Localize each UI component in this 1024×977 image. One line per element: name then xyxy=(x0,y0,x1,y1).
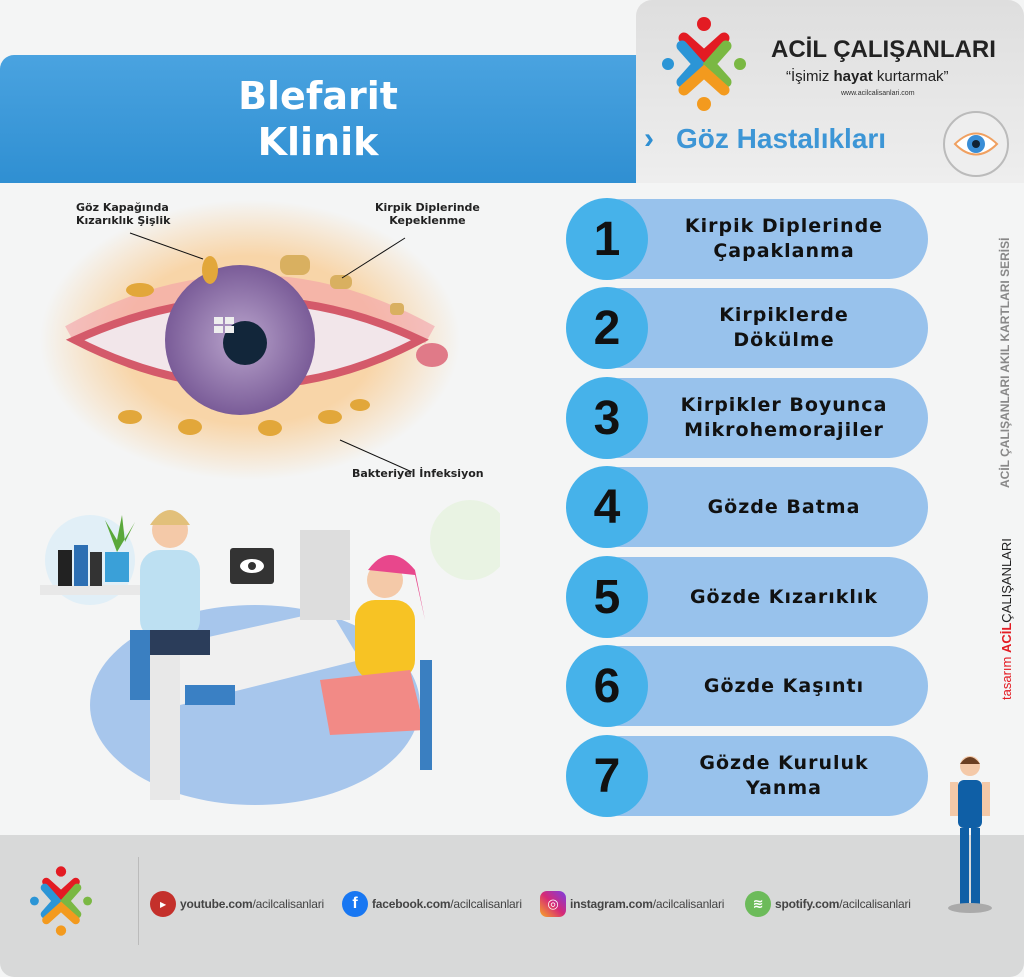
link-domain: facebook.com xyxy=(372,897,451,911)
symptom-number: 5 xyxy=(566,556,648,638)
brand-panel: ACİL ÇALIŞANLARI “İşimiz hayat kurtarmak… xyxy=(636,0,1024,183)
symptom-item: Gözde Kuruluk Yanma 7 xyxy=(566,735,928,817)
symptom-number: 4 xyxy=(566,466,648,548)
slogan-bold: hayat xyxy=(833,68,873,85)
facebook-link[interactable]: f facebook.com/acilcalisanlari xyxy=(342,891,522,917)
eye-icon xyxy=(943,111,1009,177)
symptom-number: 6 xyxy=(566,645,648,727)
design-rest: ÇALIŞANLARI xyxy=(999,538,1014,623)
title-line-1: Blefarit xyxy=(238,74,398,118)
label-bacterial-infection: Bakteriyel İnfeksiyon xyxy=(352,467,484,480)
symptom-text: Gözde Kuruluk Yanma xyxy=(699,752,869,799)
symptom-text: Kirpiklerde Dökülme xyxy=(719,304,849,351)
youtube-icon: ▶ xyxy=(150,891,176,917)
slogan-pre: “İşimiz xyxy=(786,68,834,85)
design-credit: tasarım ACİLÇALIŞANLARI xyxy=(998,538,1015,700)
instagram-link[interactable]: ◎ instagram.com/acilcalisanlari xyxy=(540,891,724,917)
symptom-text: Gözde Batma xyxy=(707,495,861,518)
symptom-item: Kirpiklerde Dökülme 2 xyxy=(566,287,928,369)
category-title: Göz Hastalıkları xyxy=(676,123,887,154)
symptom-number: 7 xyxy=(566,735,648,817)
symptom-text: Gözde Kızarıklık xyxy=(689,585,879,608)
clinic-illustration xyxy=(40,500,500,805)
link-path: /acilcalisanlari xyxy=(652,897,725,911)
facebook-icon: f xyxy=(342,891,368,917)
symptom-item: Gözde Kaşıntı 6 xyxy=(566,645,928,727)
link-path: /acilcalisanlari xyxy=(450,897,522,911)
label-dandruff: Kirpik Diplerinde Kepeklenme xyxy=(375,201,480,227)
link-path: /acilcalisanlari xyxy=(839,897,911,911)
footer: ▶ youtube.com/acilcalisanlari f facebook.c… xyxy=(0,835,1024,977)
chevron-right-icon: › xyxy=(644,122,654,155)
brand-url: www.acilcalisanlari.com xyxy=(841,90,915,97)
brand-slogan: “İşimiz hayat kurtarmak” xyxy=(786,68,949,86)
symptom-item: Kirpikler Boyunca Mikrohemorajiler 3 xyxy=(566,377,928,459)
youtube-link[interactable]: ▶ youtube.com/acilcalisanlari xyxy=(150,891,324,917)
symptom-item: Kirpik Diplerinde Çapaklanma 1 xyxy=(566,198,928,280)
symptom-number: 3 xyxy=(566,377,648,459)
link-text: instagram.com/acilcalisanlari xyxy=(570,897,724,911)
link-path: /acilcalisanlari xyxy=(252,897,324,911)
brand-name: ACİL ÇALIŞANLARI xyxy=(771,36,996,63)
brand-logo xyxy=(662,17,746,111)
nurse-illustration xyxy=(948,756,992,913)
label-eyelid-redness: Göz Kapağında Kızarıklık Şişlik xyxy=(76,201,171,227)
design-prefix: tasarım xyxy=(999,656,1014,700)
series-label: ACİL ÇALIŞANLARI AKIL KARTLARI SERİSİ xyxy=(998,237,1012,488)
symptom-text: Kirpikler Boyunca Mikrohemorajiler xyxy=(680,394,888,441)
slogan-post: kurtarmak” xyxy=(872,68,949,85)
footer-logo xyxy=(30,866,92,936)
symptom-number: 2 xyxy=(566,287,648,369)
symptom-item: Gözde Batma 4 xyxy=(566,466,928,548)
symptom-text: Gözde Kaşıntı xyxy=(703,674,865,697)
footer-divider xyxy=(138,857,139,945)
title-line-2: Klinik xyxy=(257,120,379,164)
symptom-number: 1 xyxy=(566,198,648,280)
eye-illustration xyxy=(40,200,460,480)
symptom-item: Gözde Kızarıklık 5 xyxy=(566,556,928,638)
symptom-text: Kirpik Diplerinde Çapaklanma xyxy=(684,215,884,262)
link-domain: youtube.com xyxy=(180,897,253,911)
link-text: facebook.com/acilcalisanlari xyxy=(372,897,522,911)
link-text: youtube.com/acilcalisanlari xyxy=(180,897,324,911)
link-domain: spotify.com xyxy=(775,897,840,911)
instagram-icon: ◎ xyxy=(540,891,566,917)
spotify-link[interactable]: ≋ spotify.com/acilcalisanlari xyxy=(745,891,911,917)
link-text: spotify.com/acilcalisanlari xyxy=(775,897,911,911)
spotify-icon: ≋ xyxy=(745,891,771,917)
design-acil: ACİL xyxy=(999,622,1014,654)
link-domain: instagram.com xyxy=(570,897,653,911)
